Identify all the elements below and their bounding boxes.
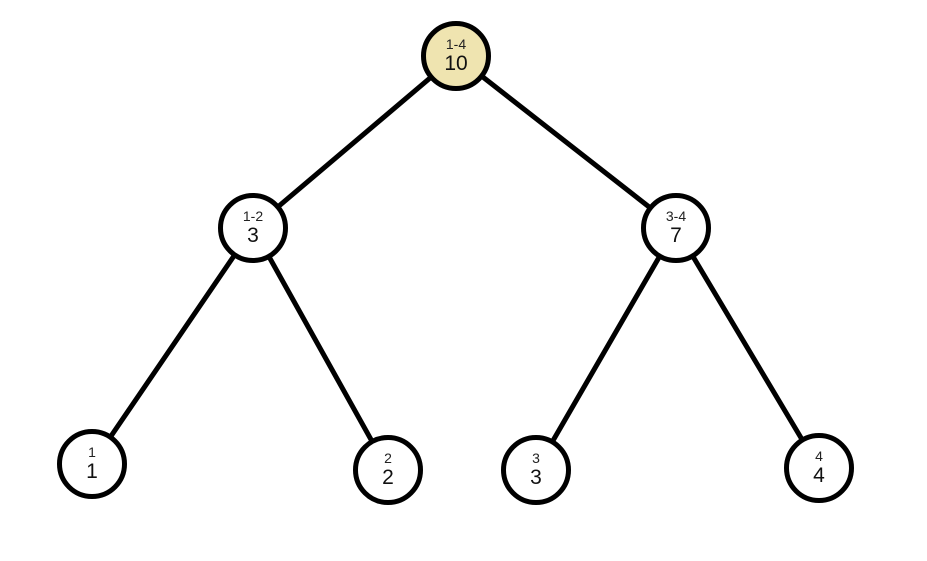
node-value: 3 bbox=[247, 224, 259, 247]
node-value: 7 bbox=[670, 224, 682, 247]
node-value: 1 bbox=[86, 460, 98, 483]
edge-right-leaf3 bbox=[533, 225, 679, 473]
edge-root-left bbox=[250, 53, 459, 231]
tree-node-leaf3: 3 3 bbox=[501, 435, 571, 505]
node-range-label: 1 bbox=[88, 444, 96, 460]
node-value: 10 bbox=[444, 52, 468, 75]
node-range-label: 1-2 bbox=[242, 208, 264, 224]
node-value: 2 bbox=[382, 466, 394, 489]
tree-node-root: 1-4 10 bbox=[421, 21, 491, 91]
tree-node-leaf1: 1 1 bbox=[57, 429, 127, 499]
edge-left-leaf2 bbox=[250, 225, 391, 473]
edge-left-leaf1 bbox=[89, 225, 256, 467]
tree-node-leaf4: 4 4 bbox=[784, 433, 854, 503]
node-value: 4 bbox=[813, 464, 825, 487]
edge-root-right bbox=[453, 53, 679, 231]
node-range-label: 1-4 bbox=[445, 36, 467, 52]
node-range-label: 3-4 bbox=[665, 208, 687, 224]
node-range-label: 4 bbox=[815, 448, 823, 464]
node-range-label: 2 bbox=[384, 450, 392, 466]
edge-right-leaf4 bbox=[673, 225, 822, 471]
node-range-label: 3 bbox=[532, 450, 540, 466]
tree-node-left: 1-2 3 bbox=[218, 193, 288, 263]
tree-node-right: 3-4 7 bbox=[641, 193, 711, 263]
tree-node-leaf2: 2 2 bbox=[353, 435, 423, 505]
node-value: 3 bbox=[530, 466, 542, 489]
